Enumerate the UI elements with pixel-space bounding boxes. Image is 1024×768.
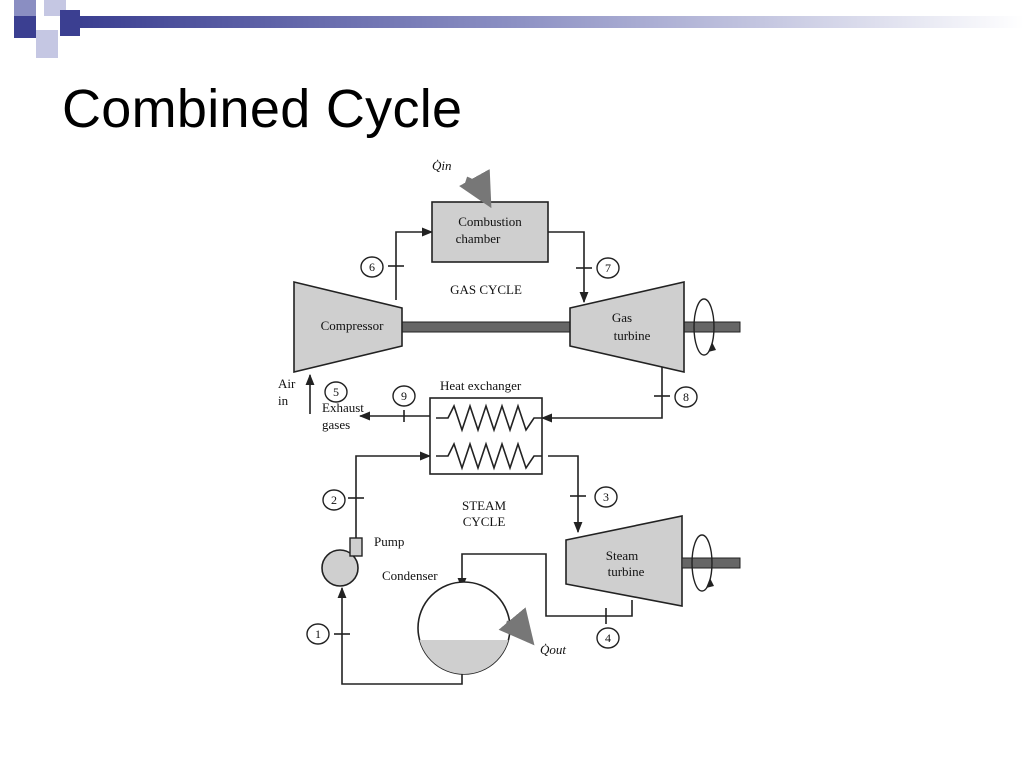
pipe-8 bbox=[540, 346, 663, 423]
combustion-label-2: chamber bbox=[456, 231, 501, 246]
state-circle-1 bbox=[306, 623, 330, 645]
state-circle-5 bbox=[324, 381, 348, 403]
steam-rotation-icon bbox=[691, 534, 713, 592]
state-circle-9 bbox=[392, 385, 416, 407]
state-2: 2 bbox=[331, 493, 337, 507]
gas-shaft bbox=[401, 321, 575, 333]
state-6: 6 bbox=[369, 260, 375, 274]
deco-square-5 bbox=[36, 30, 58, 58]
gas-turbine-shaft-out bbox=[681, 321, 741, 333]
compressor bbox=[293, 280, 403, 374]
state-circle-2 bbox=[322, 489, 346, 511]
heat-in-label: Q̇in bbox=[432, 158, 452, 173]
state-circle-4 bbox=[596, 627, 620, 649]
hx-coil-steam bbox=[436, 441, 542, 471]
pipe-6 bbox=[395, 227, 434, 300]
gas-turbine-label-2: turbine bbox=[614, 328, 651, 343]
pump-outlet bbox=[349, 537, 363, 557]
deco-square-3 bbox=[14, 16, 36, 38]
gas-rotation-icon bbox=[693, 298, 715, 356]
pump-label: Pump bbox=[374, 534, 404, 549]
state-8: 8 bbox=[683, 390, 689, 404]
pump bbox=[321, 549, 359, 587]
gas-cycle-label: GAS CYCLE bbox=[450, 282, 522, 297]
state-circle-6 bbox=[360, 256, 384, 278]
combustion-label-1: Combustion bbox=[458, 214, 522, 229]
state-circle-7 bbox=[596, 257, 620, 279]
gas-turbine-label-1: Gas bbox=[612, 310, 632, 325]
heat-out-arrow bbox=[498, 607, 535, 646]
state-4: 4 bbox=[605, 631, 611, 645]
heat-in-arrow bbox=[459, 169, 492, 209]
steam-turbine-shaft bbox=[681, 557, 741, 569]
state-7: 7 bbox=[605, 261, 611, 275]
pipe-2 bbox=[355, 451, 432, 540]
exhaust-label-2: gases bbox=[322, 417, 350, 432]
deco-square-4 bbox=[60, 10, 80, 36]
pipe-3 bbox=[548, 455, 583, 534]
state-circle-3 bbox=[594, 486, 618, 508]
state-3: 3 bbox=[603, 490, 609, 504]
steam-cycle-label-2: CYCLE bbox=[463, 514, 506, 529]
hx-coil-gas bbox=[436, 403, 542, 433]
condenser-label: Condenser bbox=[382, 568, 438, 583]
slide-title: Combined Cycle bbox=[62, 79, 463, 139]
deco-square-1 bbox=[14, 0, 36, 16]
steam-cycle-label-1: STEAM bbox=[462, 498, 507, 513]
gas-turbine bbox=[569, 280, 685, 374]
exhaust-label-1: Exhaust bbox=[322, 400, 364, 415]
compressor-label: Compressor bbox=[321, 318, 385, 333]
header-gradient-line bbox=[80, 16, 1024, 28]
air-label-2: in bbox=[278, 393, 289, 408]
steam-turbine bbox=[565, 515, 683, 607]
steam-turbine-label-1: Steam bbox=[606, 548, 639, 563]
combustion-chamber bbox=[431, 201, 549, 263]
pipe-7 bbox=[548, 231, 589, 304]
heat-exchanger bbox=[429, 397, 543, 475]
state-circle-8 bbox=[674, 386, 698, 408]
state-5: 5 bbox=[333, 385, 339, 399]
state-9: 9 bbox=[401, 389, 407, 403]
heat-out-label: Q̇out bbox=[540, 642, 566, 657]
air-label-1: Air bbox=[278, 376, 296, 391]
state-1: 1 bbox=[315, 627, 321, 641]
pipe-4 bbox=[457, 553, 633, 617]
heat-exchanger-label: Heat exchanger bbox=[440, 378, 522, 393]
steam-turbine-label-2: turbine bbox=[608, 564, 645, 579]
